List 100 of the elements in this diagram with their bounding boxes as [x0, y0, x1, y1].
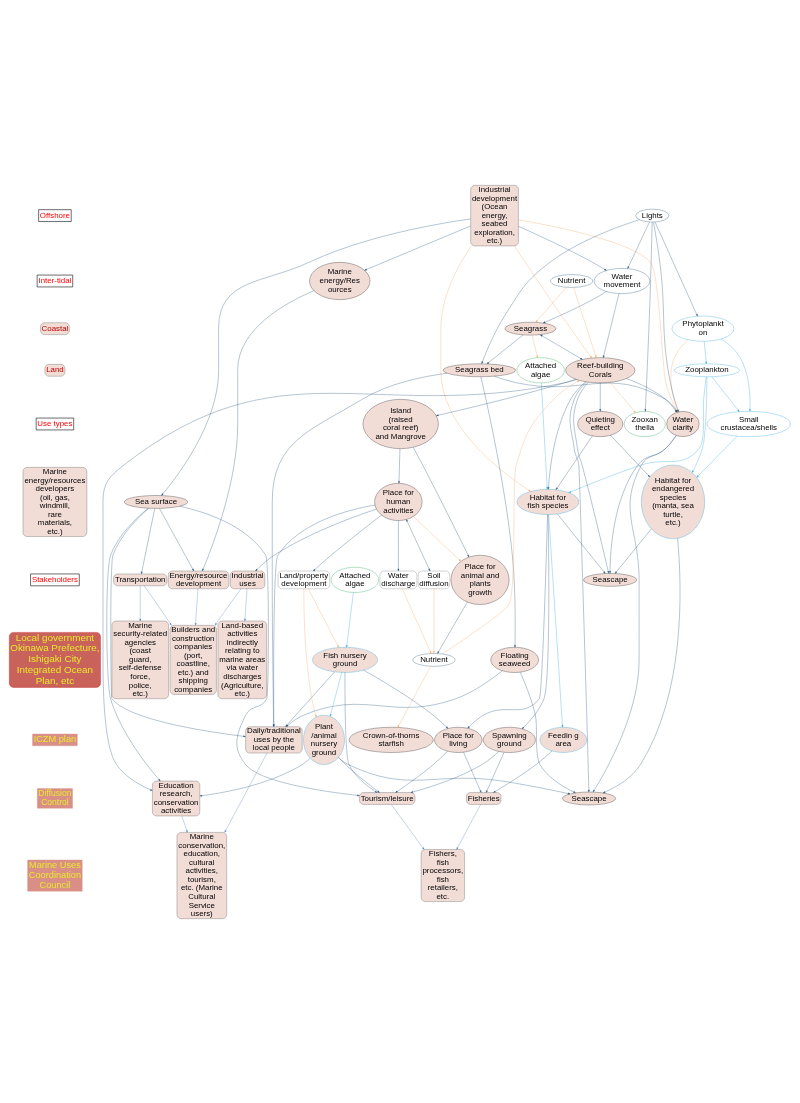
arrow: [397, 519, 400, 571]
arrow: [463, 751, 482, 793]
node-box: Stakeholders: [30, 573, 80, 586]
arrow: [696, 435, 738, 477]
node-box: Land: [44, 363, 66, 376]
node-ellipse: Nutrient: [550, 273, 593, 288]
arrow: [161, 218, 471, 496]
arrow: [286, 670, 503, 727]
arrow: [338, 756, 571, 794]
arrow: [614, 528, 652, 574]
arrow: [609, 434, 677, 573]
arrow: [541, 382, 548, 489]
arrow: [569, 381, 590, 792]
arrow: [543, 290, 607, 323]
arrow: [338, 756, 380, 793]
arrow: [345, 591, 354, 647]
arrow: [398, 448, 401, 483]
arrow: [610, 434, 650, 477]
arrow: [592, 434, 677, 792]
arrow: [413, 515, 461, 561]
arrow: [363, 669, 449, 729]
arrow: [557, 513, 606, 574]
arrow: [308, 588, 339, 648]
arrow: [437, 601, 468, 654]
arrow: [480, 376, 516, 647]
arrow: [711, 376, 740, 412]
arrow: [313, 514, 382, 571]
arrow: [413, 446, 470, 557]
arrow: [467, 513, 548, 728]
arrow: [395, 750, 448, 793]
arrow: [102, 378, 577, 791]
arrow: [391, 803, 425, 850]
arrow: [627, 221, 650, 269]
arrow: [540, 334, 583, 360]
arrow: [721, 338, 751, 412]
arrow: [599, 382, 602, 411]
arrow: [486, 751, 505, 793]
arrow: [704, 340, 707, 364]
arrow: [214, 588, 242, 625]
node-box: Diffusion Control: [37, 787, 73, 809]
arrow: [520, 671, 576, 793]
arrow: [456, 803, 481, 850]
arrow: [436, 378, 576, 416]
arrow: [442, 379, 580, 654]
arrow: [535, 286, 567, 322]
arrow: [555, 435, 593, 490]
arrow: [144, 585, 172, 625]
node-box: Local government Okinawa Prefecture, Ishigaki City Integrated Ocean Plan, etc: [9, 631, 101, 688]
arrow: [573, 286, 597, 358]
arrow: [602, 537, 681, 793]
node-box: Marine Uses Coordination Council: [27, 859, 83, 891]
arrow: [255, 508, 377, 571]
arrow: [670, 339, 689, 412]
node-box: Offshore: [38, 208, 72, 222]
node-box: Use types: [35, 417, 75, 430]
arrow: [139, 585, 142, 621]
arrow: [344, 671, 378, 793]
arrow: [364, 225, 471, 270]
arrow: [691, 376, 708, 473]
node-box: Industrial development (Ocean energy, seabed exploration, etc.): [470, 184, 519, 246]
arrow: [329, 671, 342, 716]
arrow: [397, 665, 431, 728]
arrow: [626, 377, 677, 412]
node-ellipse: Lights: [635, 208, 670, 222]
arrow: [493, 750, 553, 793]
node-box: Coastal: [40, 322, 70, 335]
node-box: Marine energy/resources developers (oil, gas, windmill, rare materials, etc.): [22, 466, 88, 537]
arrow: [568, 376, 707, 493]
arrow: [224, 752, 268, 832]
arrow: [644, 221, 653, 411]
arrow: [202, 290, 315, 571]
node-ellipse: Habitat for endangered species (manta, sea turtle, etc.): [641, 464, 705, 539]
arrow: [521, 513, 549, 729]
arrow: [406, 518, 431, 571]
arrow: [303, 588, 317, 717]
arrow: [244, 588, 248, 621]
arrow: [602, 292, 620, 358]
arrow: [494, 375, 678, 412]
arrow: [181, 815, 188, 833]
arrow: [481, 219, 640, 364]
arrow: [140, 507, 155, 574]
arrow: [573, 381, 610, 573]
arrow: [159, 507, 194, 571]
arrow: [199, 757, 311, 797]
arrow: [518, 225, 607, 271]
arrow: [402, 588, 432, 654]
arrow: [486, 334, 524, 364]
node-box: ICZM plan: [32, 733, 78, 746]
arrow: [106, 507, 161, 781]
arrow: [531, 334, 538, 358]
arrow: [547, 381, 586, 489]
node-ellipse: Attached algae: [330, 566, 379, 593]
arrow: [194, 588, 199, 625]
node-box: Inter-tidal: [36, 274, 74, 287]
arrow: [179, 505, 360, 796]
arrow: [654, 221, 698, 316]
arrow: [653, 221, 679, 412]
arrow: [410, 750, 499, 793]
node-ellipse: Marine energy/Res ources: [309, 261, 371, 300]
arrow: [285, 671, 335, 727]
